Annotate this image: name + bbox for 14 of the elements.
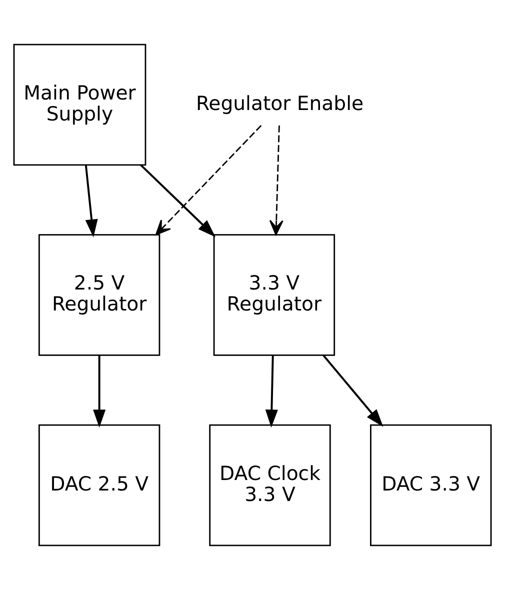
- node-box: DAC Clock 3.3 V: [209, 424, 331, 546]
- arrow: [93, 355, 106, 428]
- arrow: [265, 355, 278, 428]
- node-box: 3.3 V Regulator: [213, 234, 336, 356]
- arrow: [155, 125, 262, 236]
- node-box: 2.5 V Regulator: [38, 234, 160, 356]
- arrow: [322, 354, 384, 427]
- node-box: DAC 3.3 V: [370, 424, 492, 546]
- arrow: [140, 164, 216, 238]
- node-box: DAC 2.5 V: [38, 424, 160, 546]
- node-text: Regulator Enable: [196, 92, 364, 115]
- arrow: [84, 164, 98, 238]
- node-box: Main Power Supply: [13, 44, 146, 166]
- arrow: [269, 125, 284, 236]
